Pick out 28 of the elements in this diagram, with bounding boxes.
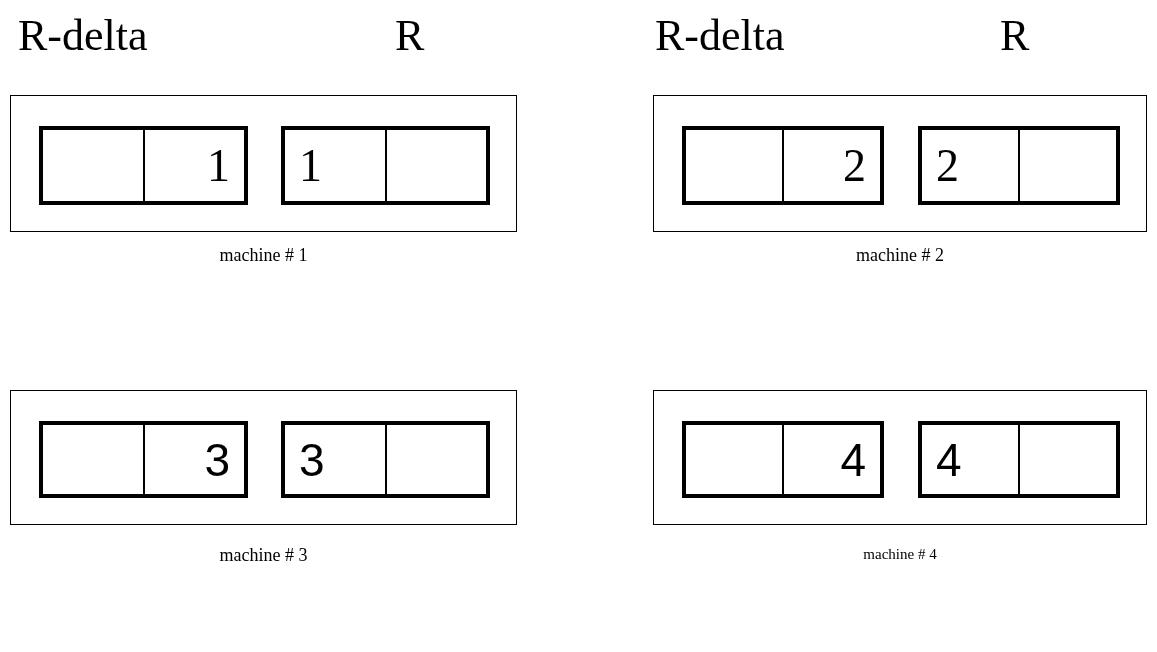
register-cell: 1 xyxy=(285,130,386,201)
column-heading: R xyxy=(395,12,425,61)
machine-caption: machine # 2 xyxy=(855,245,945,267)
register-cell: 3 xyxy=(285,425,386,494)
column-heading: R-delta xyxy=(18,12,148,61)
machine-caption: machine # 1 xyxy=(218,245,309,267)
register-cell: 2 xyxy=(922,130,1019,201)
register-box xyxy=(918,421,1120,498)
machine-frame xyxy=(653,95,1147,232)
machine-frame xyxy=(10,95,517,232)
register-box xyxy=(281,126,490,205)
machine-caption: machine # 3 xyxy=(218,545,309,567)
register-box xyxy=(682,126,884,205)
register-box xyxy=(918,126,1120,205)
register-cell: 4 xyxy=(783,425,880,494)
register-cell: 2 xyxy=(783,130,880,201)
machine-caption: machine # 4 xyxy=(862,545,938,563)
register-box xyxy=(682,421,884,498)
column-heading: R xyxy=(1000,12,1030,61)
column-heading: R-delta xyxy=(655,12,785,61)
machine-frame xyxy=(10,390,517,525)
register-box xyxy=(281,421,490,498)
register-cell: 4 xyxy=(922,425,1019,494)
register-cell: 1 xyxy=(143,130,244,201)
register-box xyxy=(39,421,248,498)
register-box xyxy=(39,126,248,205)
machine-frame xyxy=(653,390,1147,525)
register-cell: 3 xyxy=(143,425,244,494)
